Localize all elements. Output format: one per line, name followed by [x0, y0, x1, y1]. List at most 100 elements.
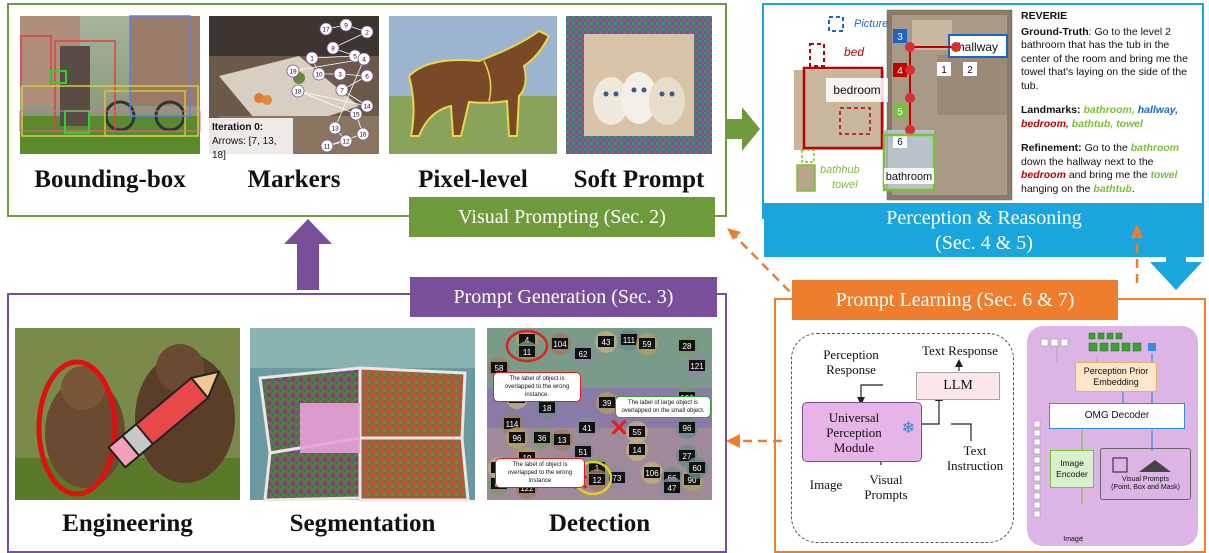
svg-text:122: 122	[520, 484, 534, 493]
svg-text:96: 96	[683, 424, 692, 433]
detection-label: 62	[572, 343, 594, 365]
marker-dot: 11	[320, 139, 334, 153]
marker-dot: 19	[286, 64, 300, 78]
svg-text:4: 4	[362, 57, 366, 64]
engineering-image	[15, 328, 240, 500]
floorplan-map: Picture bed bedroom hallway 3 4 5 6 1 2	[792, 9, 1013, 201]
svg-text:90: 90	[688, 476, 697, 485]
detection-label: 59	[636, 333, 658, 355]
map-label-hallway: hallway	[958, 40, 998, 54]
detection-label: 73	[606, 467, 628, 489]
svg-text:4: 4	[525, 336, 530, 345]
landmark-item: bedroom,	[1021, 117, 1072, 130]
svg-text:36: 36	[538, 434, 547, 443]
caption-detection: Detection	[548, 510, 651, 537]
soft-prompt-image	[566, 16, 712, 154]
landmarks-label: Landmarks:	[1021, 104, 1081, 116]
svg-text:2: 2	[365, 30, 369, 37]
refinement-part: and bring me the	[1065, 169, 1151, 181]
detection-label: 14	[626, 439, 648, 461]
llm-label: LLM	[943, 378, 973, 393]
svg-text:15: 15	[352, 112, 360, 119]
green-right-arrow	[727, 107, 760, 151]
visual-prompts-box: Visual Prompts (Point, Box and Mask)	[1100, 448, 1191, 500]
image-encoder-box: Image Encoder	[1050, 450, 1094, 488]
landmarks: Landmarks: bathroom, hallway, bedroom, b…	[1021, 104, 1199, 131]
detection-label: 18	[536, 397, 558, 419]
iteration-title: Iteration 0:	[212, 122, 264, 133]
svg-text:12: 12	[342, 139, 350, 146]
detection-label: 12	[586, 469, 608, 491]
marker-dot: 1	[305, 51, 319, 65]
refinement-label: Refinement:	[1021, 142, 1082, 154]
svg-text:59: 59	[643, 340, 652, 349]
map-node-5: 5	[897, 107, 903, 118]
svg-text:28: 28	[683, 342, 692, 351]
svg-text:96: 96	[513, 434, 522, 443]
svg-text:6: 6	[365, 74, 369, 81]
caption-soft-prompt: Soft Prompt	[573, 166, 705, 193]
svg-text:106: 106	[645, 469, 659, 478]
bounding-box-image	[19, 15, 201, 154]
svg-text:18: 18	[294, 89, 302, 96]
detection-label: 104	[549, 333, 571, 355]
svg-text:104: 104	[553, 340, 567, 349]
svg-text:12: 12	[593, 476, 602, 485]
pixel-level-image	[389, 16, 557, 154]
refinement: Refinement: Go to the bathroom down the …	[1021, 142, 1199, 196]
svg-text:13: 13	[331, 126, 339, 133]
svg-text:3: 3	[338, 72, 342, 79]
universal-perception-module-label: Universal Perception Module	[826, 410, 882, 455]
detection-label: 41	[576, 417, 598, 439]
detection-label: 60	[686, 457, 708, 479]
refinement-part: .	[1131, 182, 1135, 195]
refinement-part: down the hallway next to the	[1021, 155, 1154, 168]
marker-dot: 18	[291, 84, 305, 98]
visual-prompts-label: Visual Prompts	[1122, 476, 1169, 483]
segmentation-image	[250, 328, 475, 502]
landmark-item: bathtub,	[1071, 117, 1117, 130]
svg-text:111: 111	[623, 336, 636, 345]
map-label-bathhub: bathhub	[820, 164, 860, 176]
image-input-text: Image	[809, 477, 843, 492]
caption-bounding-box: Bounding-box	[34, 166, 186, 193]
visual-prompting-label: Visual Prompting (Sec. 2)	[409, 197, 715, 237]
perception-reasoning-label: Perception & Reasoning (Sec. 4 & 5)	[764, 203, 1204, 257]
caption-pixel-level: Pixel-level	[418, 166, 528, 193]
perception-response-text: Perception Response	[823, 347, 879, 377]
refinement-part: bedroom	[1021, 169, 1066, 181]
refinement-part: Go to the	[1081, 142, 1131, 154]
snowflake-icon: ❄	[901, 420, 915, 437]
marker-dot: 13	[328, 121, 342, 135]
map-label-bathroom: bathroom	[886, 171, 932, 183]
marker-dot: 7	[335, 83, 349, 97]
visual-prompts-sublabel: (Point, Box and Mask)	[1111, 484, 1180, 491]
svg-text:47: 47	[668, 484, 677, 493]
map-node-3: 3	[897, 32, 903, 43]
svg-text:16: 16	[359, 132, 367, 139]
detection-label: 106	[641, 462, 663, 484]
svg-text:55: 55	[633, 428, 642, 437]
map-node-6: 6	[897, 137, 903, 148]
llm-box: LLM	[916, 372, 1000, 400]
svg-text:17: 17	[322, 27, 330, 34]
map-label-bed: bed	[844, 45, 864, 59]
detection-callout-2: The label of large object is overlapped …	[615, 396, 711, 418]
svg-text:11: 11	[324, 144, 331, 151]
svg-text:7: 7	[340, 88, 344, 95]
landmark-item: towel	[1116, 117, 1143, 130]
detection-label: 43	[595, 331, 617, 353]
svg-text:27: 27	[683, 452, 692, 461]
detection-image: 4111046243111592858121631839100114415596…	[487, 328, 712, 500]
landmark-item: bathroom,	[1083, 104, 1138, 116]
marker-dot: 9	[339, 18, 353, 32]
svg-text:11: 11	[523, 348, 532, 357]
svg-text:51: 51	[579, 448, 588, 457]
landmark-item: hallway,	[1137, 104, 1179, 116]
ground-truth: Ground-Truth: Go to the level 2 bathroom…	[1021, 26, 1199, 94]
marker-dot: 16	[356, 127, 370, 141]
svg-text:14: 14	[363, 104, 371, 111]
detection-label: 51	[572, 441, 594, 463]
detection-label: 47	[661, 477, 683, 499]
